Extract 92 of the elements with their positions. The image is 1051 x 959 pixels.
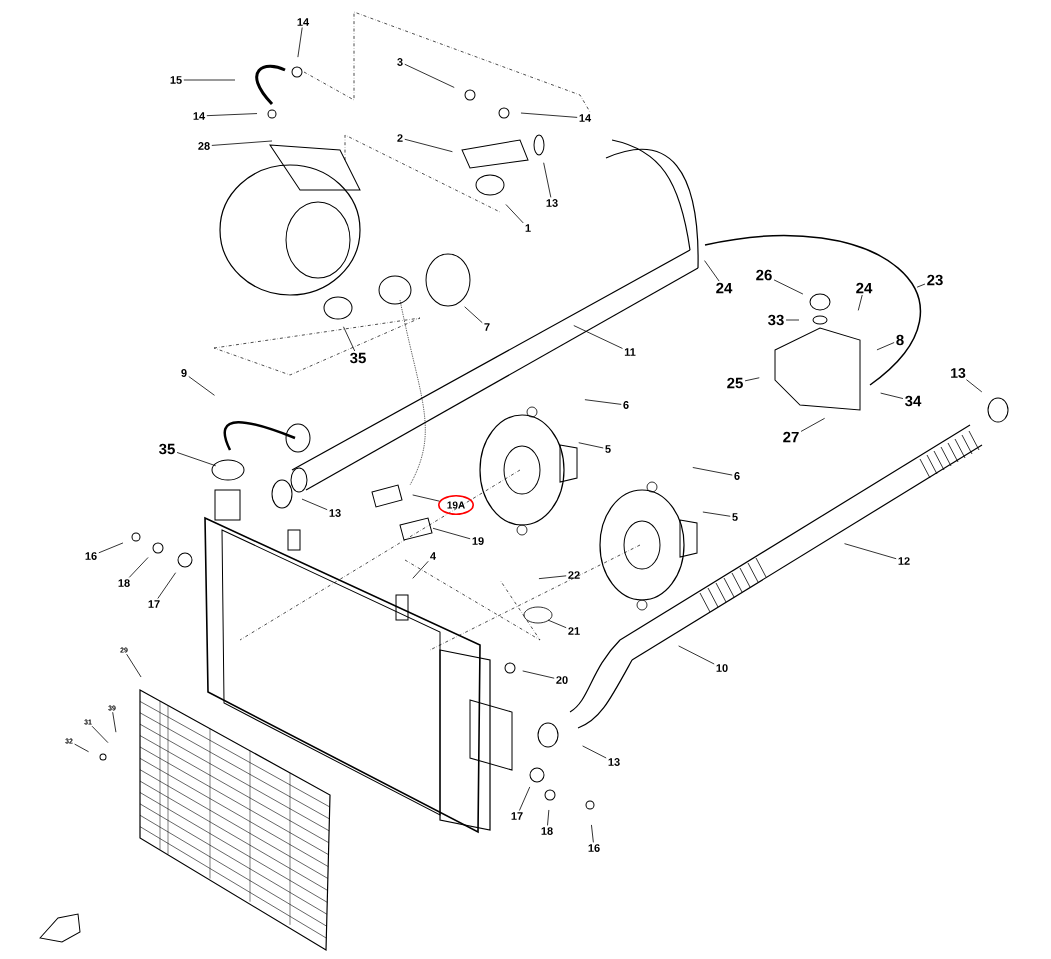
leader-line (128, 557, 149, 578)
callout-number: 16 (85, 552, 97, 560)
leader-line (578, 442, 604, 449)
leader-line (857, 294, 863, 311)
callout-number: 24 (856, 282, 873, 294)
leader-line (520, 112, 578, 118)
callout-number: 18 (118, 579, 130, 587)
leader-line (432, 527, 471, 540)
leader-line (74, 743, 89, 753)
leader-line (519, 786, 531, 811)
leader-line (704, 260, 720, 282)
callout-number: 5 (605, 445, 611, 453)
leader-line (343, 326, 356, 352)
leader-line (505, 204, 524, 224)
leader-line (176, 452, 217, 467)
callout-number: 13 (951, 368, 966, 378)
leader-line (412, 494, 440, 502)
callout-number: 15 (170, 76, 182, 84)
leader-line (206, 113, 258, 117)
callout-number: 35 (350, 352, 366, 364)
callout-number: 26 (756, 269, 772, 281)
callout-number: 5 (732, 513, 738, 521)
callout-number: 18 (541, 827, 553, 835)
leader-line (785, 319, 800, 321)
leader-line (547, 809, 550, 826)
callout-number: 14 (579, 114, 592, 122)
callout-number: 19 (472, 537, 484, 545)
callout-number: 7 (484, 323, 490, 331)
leader-line (112, 711, 117, 733)
leader-line (876, 342, 895, 351)
callout-number: 21 (568, 627, 580, 635)
callout-number: 33 (768, 314, 784, 326)
callout-number: 13 (608, 758, 620, 766)
callout-number: 11 (624, 348, 636, 356)
callout-number: 8 (896, 334, 904, 346)
callout-number: 6 (623, 401, 629, 409)
leader-line (800, 417, 826, 432)
callout-number: 10 (716, 664, 728, 672)
leader-line (183, 79, 236, 81)
leader-line (188, 376, 215, 396)
leader-line (547, 619, 567, 629)
leader-line (301, 498, 328, 511)
leader-line (464, 306, 483, 324)
callout-number: 35 (159, 443, 175, 455)
leader-line (412, 560, 429, 579)
leader-line (678, 645, 715, 665)
callout-number: 16 (588, 844, 600, 852)
leader-line (702, 511, 731, 517)
leader-line (157, 572, 176, 599)
callout-number: 12 (898, 557, 910, 565)
leader-line (98, 542, 124, 554)
callout-number: 34 (905, 395, 922, 407)
leader-line (591, 824, 594, 843)
callout-number: 22 (568, 571, 580, 579)
leader-line (584, 399, 622, 405)
callout-number: 3 (397, 58, 403, 66)
callout-number: 14 (297, 18, 310, 26)
callout-number: 20 (556, 676, 568, 684)
callout-number: 17 (148, 600, 160, 608)
leader-line (692, 467, 733, 476)
leader-line (543, 162, 552, 198)
callout-number: 13 (546, 199, 558, 207)
leader-line (126, 653, 142, 678)
leader-line (573, 325, 623, 349)
callout-number: 27 (783, 431, 799, 443)
callout-number: 28 (198, 142, 210, 150)
callout-number: 25 (727, 377, 743, 389)
leader-line (582, 745, 607, 759)
circled-callout-number: 19A (438, 494, 475, 516)
leader-line (773, 279, 804, 295)
callout-number: 2 (397, 134, 403, 142)
callout-number: 23 (927, 274, 943, 286)
leader-line (522, 670, 555, 679)
callout-number: 9 (181, 369, 187, 377)
leader-line (966, 379, 983, 393)
callout-number: 1 (525, 224, 531, 232)
leader-line (744, 377, 760, 382)
callout-number: 14 (193, 112, 206, 120)
leader-line (91, 725, 109, 744)
callout-number: 24 (716, 282, 733, 294)
leader-line (538, 575, 567, 580)
leader-line (297, 27, 303, 58)
callout-number: 13 (329, 509, 341, 517)
leader-line (916, 283, 926, 288)
callout-number: 4 (430, 552, 436, 560)
leader-line (880, 392, 904, 399)
leader-line (404, 138, 453, 153)
leader-line (404, 63, 455, 88)
leader-line (211, 140, 273, 146)
callout-number: 6 (734, 472, 740, 480)
leader-line (844, 543, 897, 560)
callout-number: 17 (511, 812, 523, 820)
